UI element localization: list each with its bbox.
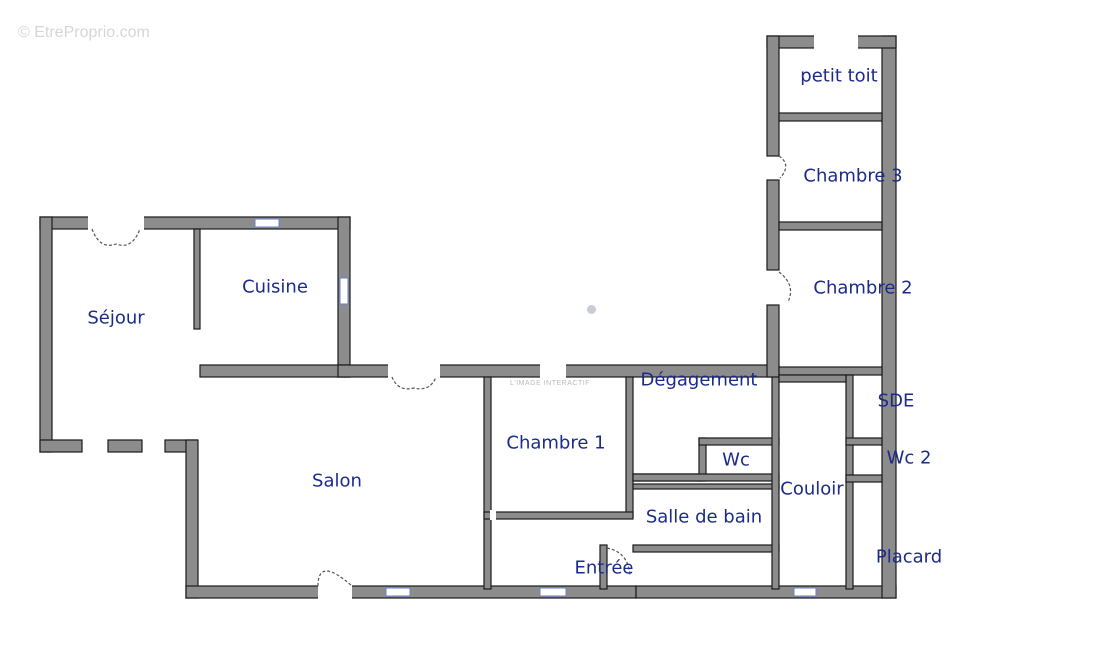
- watermark-small: L'IMAGE INTERACTIF: [510, 380, 590, 387]
- center-dot: [587, 305, 596, 314]
- wall-wing-outer: [881, 35, 897, 599]
- wall-sejour-cuisine: [193, 228, 201, 330]
- door-salon-top: [391, 376, 437, 390]
- room-wc: Wc: [722, 449, 750, 471]
- wall-sdb-bottom: [632, 544, 780, 553]
- wall-wc-top: [698, 437, 780, 446]
- room-degagement: Dégagement: [640, 369, 758, 391]
- room-wc2: Wc 2: [886, 447, 932, 469]
- door-sejour: [91, 228, 141, 246]
- room-placard: Placard: [875, 546, 943, 568]
- wall-wing-left-lower: [766, 304, 780, 378]
- watermark: © EtreProprio.com: [18, 24, 150, 41]
- wall-sejour-top: [39, 216, 351, 230]
- wall-wc2-bottom: [845, 474, 883, 483]
- window-salon-bottom: [385, 587, 411, 597]
- room-chambre1: Chambre 1: [506, 432, 606, 454]
- wall-ch1-left: [483, 376, 492, 590]
- room-cuisine: Cuisine: [242, 276, 308, 298]
- room-entree: Entrée: [574, 557, 634, 579]
- wall-sejour-left: [39, 216, 53, 453]
- room-salon: Salon: [312, 470, 362, 492]
- door-chambre3: [778, 155, 787, 179]
- wall-salon-left: [185, 439, 199, 599]
- room-couloir: Couloir: [780, 478, 844, 500]
- wall-wing-left-upper: [766, 35, 780, 157]
- door-chambre2: [778, 271, 792, 303]
- wall-salon-bottom: [185, 585, 637, 599]
- room-salle-de-bain: Salle de bain: [645, 506, 763, 528]
- room-sde: SDE: [877, 390, 915, 412]
- window-cuisine-right: [339, 277, 349, 305]
- room-petit-toit: petit toit: [800, 65, 878, 87]
- room-sejour: Séjour: [87, 307, 145, 329]
- wall-entree-right: [599, 544, 608, 590]
- wall-sdb-top: [632, 483, 780, 490]
- wall-ch1-right: [625, 376, 634, 518]
- wall-sde-bottom: [845, 437, 883, 446]
- wall-wc-bottom: [632, 473, 780, 482]
- wall-cuisine-bottom: [199, 364, 351, 378]
- window-couloir-bottom: [793, 587, 817, 597]
- room-chambre3: Chambre 3: [803, 165, 903, 187]
- window-cuisine-top: [254, 218, 280, 228]
- wall-sejour-bottom-mid: [107, 439, 143, 453]
- window-entree-bottom: [539, 587, 567, 597]
- wall-ch3-bottom: [778, 221, 883, 231]
- wall-bottom-right: [635, 585, 897, 599]
- room-chambre2: Chambre 2: [813, 277, 913, 299]
- wall-couloir-right: [778, 374, 847, 383]
- wall-couloir-left: [771, 364, 780, 590]
- wall-ch2-bottom: [778, 366, 883, 376]
- wall-sejour-bottom-left: [39, 439, 83, 453]
- wall-wing-left-mid: [766, 179, 780, 271]
- door-entree: [317, 570, 353, 587]
- wall-toit-bottom: [778, 112, 883, 122]
- wall-ch1-bottom: [483, 511, 634, 520]
